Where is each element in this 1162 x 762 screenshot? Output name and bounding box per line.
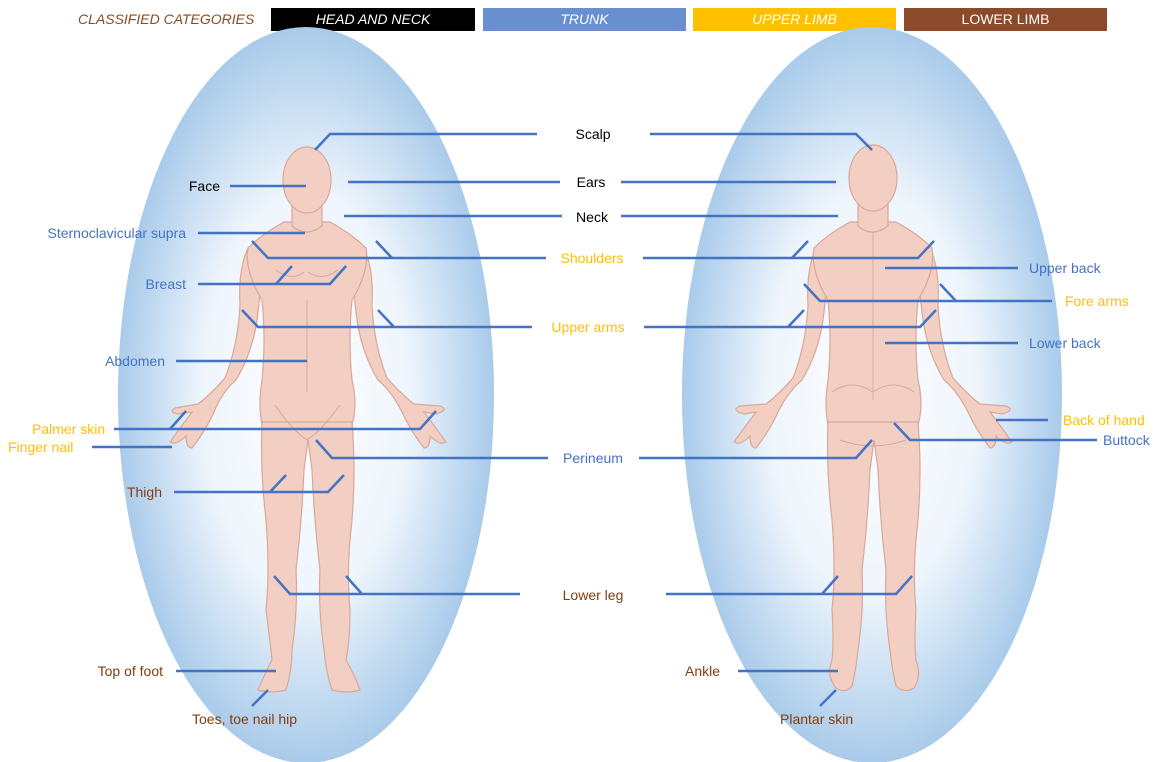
label-abdomen: Abdomen — [105, 353, 165, 369]
label-plantar-skin: Plantar skin — [780, 711, 853, 727]
label-palmer-skin: Palmer skin — [32, 421, 105, 437]
label-lower-leg: Lower leg — [563, 587, 624, 603]
label-sternoclavicular-supra: Sternoclavicular supra — [47, 225, 186, 241]
label-top-of-foot: Top of foot — [98, 663, 163, 679]
label-scalp: Scalp — [575, 126, 610, 142]
label-shoulders: Shoulders — [560, 250, 623, 266]
label-ears: Ears — [577, 174, 606, 190]
label-thigh: Thigh — [127, 484, 162, 500]
label-face: Face — [189, 178, 220, 194]
label-fore-arms: Fore arms — [1065, 293, 1129, 309]
label-upper-arms: Upper arms — [551, 319, 624, 335]
label-back-of-hand: Back of hand — [1063, 412, 1145, 428]
label-finger-nail: Finger nail — [8, 439, 73, 455]
label-breast: Breast — [146, 276, 186, 292]
label-perineum: Perineum — [563, 450, 623, 466]
label-upper-back: Upper back — [1029, 260, 1101, 276]
label-neck: Neck — [576, 209, 608, 225]
label-ankle: Ankle — [685, 663, 720, 679]
label-buttock: Buttock — [1103, 432, 1150, 448]
label-toes-toe-nail-hip: Toes, toe nail hip — [192, 711, 297, 727]
label-lower-back: Lower back — [1029, 335, 1101, 351]
